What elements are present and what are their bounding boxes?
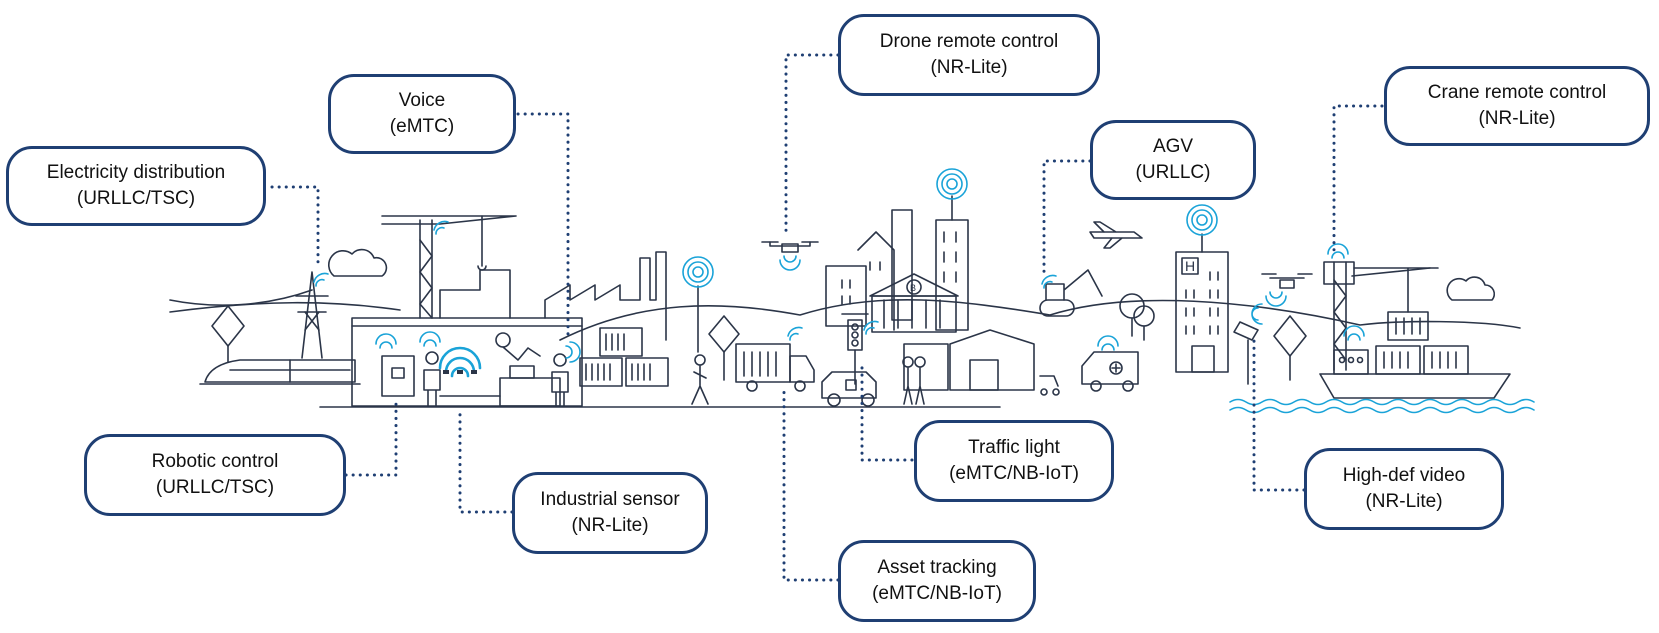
tree-icon [1273, 315, 1307, 381]
wireless-signal-icon [438, 346, 482, 378]
antenna-tower-icon [936, 168, 968, 221]
device-dots [443, 370, 477, 374]
callout-title: Traffic light [968, 437, 1060, 458]
callout-traffic-light: Traffic light (eMTC/NB-IoT) [914, 420, 1114, 502]
camera-icon [1233, 321, 1259, 385]
connector-drone [784, 53, 840, 234]
wireless-signal-icon [419, 331, 441, 347]
wireless-signal-icon [375, 333, 397, 349]
connector-electricity [270, 185, 320, 270]
callout-title: Electricity distribution [46, 162, 226, 183]
callout-title: Robotic control [151, 451, 279, 472]
wireless-signal-icon [779, 255, 801, 271]
factory-background [439, 251, 667, 341]
callout-title: High-def video [1342, 465, 1466, 486]
connector-voice [516, 112, 570, 340]
callout-title: Crane remote control [1427, 82, 1607, 103]
wireless-signal-icon [787, 326, 803, 341]
wireless-signal-icon [433, 220, 449, 235]
worker-icon [423, 351, 441, 407]
hill-middle [559, 298, 1521, 341]
train-icon [204, 359, 356, 383]
water-waves [1229, 398, 1535, 414]
container-icon [579, 327, 669, 387]
callout-voice: Voice (eMTC) [328, 74, 516, 154]
building-tower [825, 209, 969, 331]
connector-agv [1042, 159, 1092, 278]
wireless-signal-icon [1265, 291, 1287, 307]
callout-title: Asset tracking [877, 557, 997, 578]
wireless-signal-icon [313, 272, 329, 287]
callout-title: AGV [1152, 136, 1194, 157]
callout-crane-remote-control: Crane remote control (NR-Lite) [1384, 66, 1650, 146]
callout-tech: (eMTC/NB-IoT) [872, 583, 1002, 604]
crane-icon [1323, 261, 1439, 371]
callout-tech: (eMTC/NB-IoT) [949, 463, 1079, 484]
wireless-signal-icon [1097, 335, 1119, 351]
hill-left [169, 301, 401, 313]
connector-industrial-sensor [458, 406, 514, 514]
callout-asset-tracking: Asset tracking (eMTC/NB-IoT) [838, 540, 1036, 622]
bank-sign: B [910, 283, 916, 293]
callout-title: Industrial sensor [540, 489, 680, 510]
callout-tech: (NR-Lite) [1365, 491, 1443, 512]
callout-tech: (URLLC) [1135, 162, 1211, 183]
pylon-icon [295, 271, 329, 359]
callout-tech: (NR-Lite) [571, 515, 649, 536]
tree-icon [708, 315, 740, 381]
wireless-signal-icon [863, 320, 879, 335]
tree-icon [1119, 293, 1155, 341]
worker-icon [551, 353, 569, 407]
pedestrian-icon [691, 354, 709, 405]
wireless-signal-icon [1251, 303, 1263, 325]
airplane-icon [1089, 221, 1143, 249]
drone-icon [761, 241, 819, 253]
cloud-icon [1446, 276, 1496, 301]
connector-traffic-light [860, 364, 914, 462]
callout-industrial-sensor: Industrial sensor (NR-Lite) [512, 472, 708, 554]
traffic-light-icon [841, 313, 869, 385]
hospital-sign: H [1185, 258, 1195, 274]
connector-robotic [344, 400, 398, 477]
factory-icon [351, 317, 583, 407]
callout-title: Drone remote control [879, 31, 1059, 52]
callout-robotic-control: Robotic control (URLLC/TSC) [84, 434, 346, 516]
hospital-icon [1175, 251, 1229, 373]
excavator-icon [1039, 269, 1103, 317]
ambulance-icon [1081, 351, 1139, 392]
wireless-signal-icon [565, 341, 581, 363]
callout-tech: (eMTC) [389, 116, 455, 137]
connector-hd-video [1252, 338, 1306, 492]
callout-agv: AGV (URLLC) [1090, 120, 1256, 200]
tree-icon [211, 305, 245, 363]
antenna-tower-icon [682, 256, 714, 353]
callout-drone-remote-control: Drone remote control (NR-Lite) [838, 14, 1100, 96]
crane-icon [381, 215, 517, 319]
drone-icon [1261, 273, 1313, 289]
callout-title: Voice [398, 90, 446, 111]
callout-tech: (NR-Lite) [930, 57, 1008, 78]
ship-icon [1319, 311, 1511, 399]
truck-icon [735, 343, 815, 392]
connector-asset-tracking [782, 386, 840, 582]
bank-icon [869, 273, 959, 333]
power-line [169, 289, 313, 306]
callout-tech: (URLLC/TSC) [76, 188, 196, 209]
wireless-signal-icon [1343, 325, 1365, 341]
connector-crane [1332, 104, 1384, 252]
robot-arm-icon [495, 332, 541, 379]
callout-electricity-distribution: Electricity distribution (URLLC/TSC) [6, 146, 266, 226]
pedestrian-icon [902, 356, 926, 405]
wireless-signal-icon [1041, 274, 1057, 289]
cloud-icon [328, 248, 388, 277]
antenna-tower-icon [1186, 204, 1218, 253]
shop-icon [903, 329, 1060, 396]
callout-tech: (URLLC/TSC) [155, 477, 275, 498]
car-icon [821, 371, 877, 407]
wireless-signal-icon [1327, 243, 1349, 259]
callout-tech: (NR-Lite) [1478, 108, 1556, 129]
callout-high-def-video: High-def video (NR-Lite) [1304, 448, 1504, 530]
